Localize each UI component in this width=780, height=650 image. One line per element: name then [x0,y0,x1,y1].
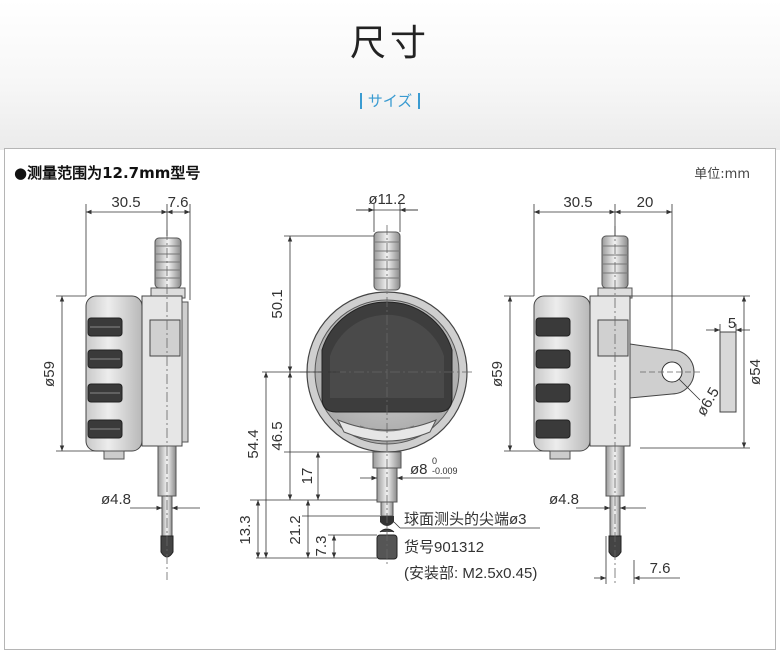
subtitle-text: サイズ [367,92,413,110]
right-side-view: 30.5 20 ø59 5 ø54 ø6.5 ø4.8 7.6 [489,194,764,584]
note-line-3: (安装部: M2.5x0.45) [404,565,537,582]
dim-mid-stem: ø8 [410,461,428,478]
dim-right-height: ø59 [489,361,506,387]
dim-mid-d: 17 [299,468,316,485]
dim-right-lug-d: ø54 [747,359,764,385]
dim-mid-stem-tol-lower: -0.009 [432,466,458,476]
dim-mid-c: 46.5 [269,421,286,450]
dim-left-top-b: 7.6 [168,194,189,211]
page-header: 尺寸 サイズ [0,0,780,150]
dim-mid-g: 7.3 [313,536,330,557]
dim-mid-a: 50.1 [269,289,286,318]
dim-mid-e: 13.3 [237,515,254,544]
dim-left-top-a: 30.5 [111,194,140,211]
left-side-view: 30.5 7.6 ø59 ø4.8 [41,194,200,580]
dim-mid-f: 21.2 [287,515,304,544]
page-subtitle: サイズ [0,90,780,111]
unit-label: 单位:mm [694,167,750,182]
dim-right-top-b: 20 [637,194,654,211]
dim-right-stem: ø4.8 [549,491,579,508]
dim-right-top-a: 30.5 [563,194,592,211]
section-title: ●测量范围为12.7mm型号 [14,164,201,182]
subtitle-bar-left [359,93,362,109]
dim-left-height: ø59 [41,361,58,387]
front-view: ø11.2 50.1 54.4 46.5 17 ø8 0 -0.009 13.3… [237,191,540,582]
dim-right-lug-w: 5 [728,315,736,332]
page-title: 尺寸 [349,23,430,64]
subtitle-bar-right [418,93,421,109]
dim-left-stem: ø4.8 [101,491,131,508]
note-line-2: 货号901312 [404,539,484,556]
dim-mid-stem-tol-upper: 0 [432,456,437,466]
note-line-1: 球面测头的尖端ø3 [404,511,527,528]
dim-mid-top: ø11.2 [368,191,405,208]
dim-mid-b: 54.4 [245,429,262,458]
dim-right-hole: ø6.5 [693,385,723,419]
dim-right-bottom: 7.6 [650,560,671,577]
